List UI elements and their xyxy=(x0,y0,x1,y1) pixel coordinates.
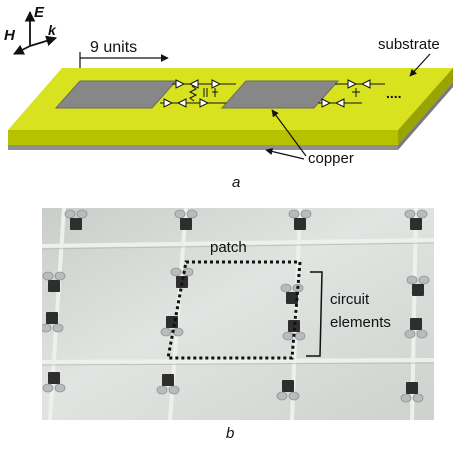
copper-label: copper xyxy=(308,150,354,167)
circuit-label-line1: circuit xyxy=(330,291,370,308)
panel-a-caption: a xyxy=(232,174,240,191)
copper-ground-pointer-arrow xyxy=(265,147,305,160)
substrate-front xyxy=(8,130,398,145)
circuit-elements xyxy=(318,79,385,108)
diode-icon xyxy=(199,98,210,108)
h-axis-label: H xyxy=(4,27,16,44)
substrate-pointer-arrow xyxy=(409,53,431,77)
patch-outline xyxy=(166,260,302,360)
diode-icon xyxy=(360,79,371,89)
diode-icon xyxy=(334,98,345,108)
panel-b-caption: b xyxy=(226,425,234,442)
k-vector-arrow xyxy=(29,35,58,47)
h-field-arrow xyxy=(13,44,31,55)
substrate-label: substrate xyxy=(378,36,440,53)
panel-a: H E k 9 units xyxy=(4,4,453,191)
panel-b: patch circuit elements b xyxy=(42,208,434,442)
dimension-label: 9 units xyxy=(90,39,137,56)
copper-patch xyxy=(220,80,340,109)
diode-icon xyxy=(175,79,186,89)
diode-icon xyxy=(211,79,222,89)
copper-ground-side xyxy=(398,82,453,150)
e-axis-label: E xyxy=(34,4,45,21)
diode-icon xyxy=(188,79,199,89)
substrate-board xyxy=(8,68,453,150)
diode-icon xyxy=(347,79,358,89)
circuit-elements xyxy=(160,79,236,108)
k-axis-label: k xyxy=(48,22,57,38)
photograph xyxy=(42,208,434,420)
continuation-ellipsis: .... xyxy=(386,85,402,101)
coordinate-axes: H E k xyxy=(4,4,58,55)
circuit-label-line2: elements xyxy=(330,314,391,331)
copper-patch-pointer-arrow xyxy=(271,109,307,157)
circuit-elements-bracket xyxy=(306,271,323,357)
diode-icon xyxy=(321,98,332,108)
patch-label: patch xyxy=(210,239,247,256)
resistor-icon xyxy=(188,85,198,102)
diode-icon xyxy=(163,98,174,108)
diode-icon xyxy=(176,98,187,108)
substrate-side xyxy=(398,68,453,145)
smd-components xyxy=(42,209,430,403)
